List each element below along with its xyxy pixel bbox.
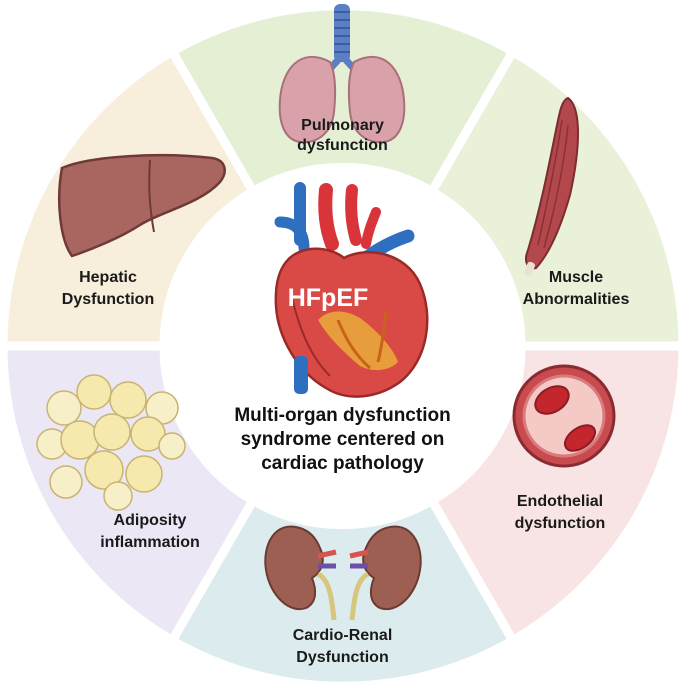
adipocytes-icon xyxy=(36,374,186,511)
kidneys-icon xyxy=(264,525,422,621)
segment-renal xyxy=(166,494,519,689)
blood-vessel-icon xyxy=(512,364,616,468)
lungs-icon xyxy=(278,4,406,144)
muscle-icon xyxy=(524,96,579,277)
hfpef-badge: HFpEF xyxy=(288,284,369,312)
heart-icon xyxy=(274,182,429,398)
segment-endothelial xyxy=(425,341,685,647)
liver-icon xyxy=(57,153,226,258)
segment-pulmonary xyxy=(166,1,519,198)
